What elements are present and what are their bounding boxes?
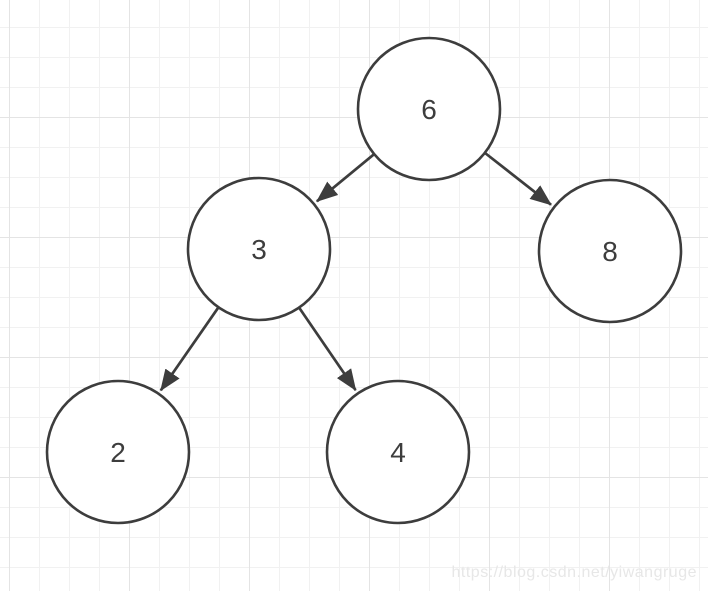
tree-node-8: 8: [537, 178, 683, 324]
node-circle: [537, 178, 683, 324]
tree-node-2: 2: [45, 379, 191, 525]
tree-edges: [159, 149, 552, 392]
tree-edge-3-4: [296, 304, 357, 391]
node-circle: [45, 379, 191, 525]
node-circle: [356, 36, 502, 182]
tree-edge-6-3: [316, 151, 378, 203]
tree-node-4: 4: [325, 379, 471, 525]
node-circle: [186, 176, 332, 322]
tree-edge-6-8: [481, 149, 552, 206]
tree-node-6: 6: [356, 36, 502, 182]
node-value: 8: [602, 236, 618, 267]
tree-edge-3-2: [159, 304, 222, 392]
node-value: 6: [421, 94, 437, 125]
node-circle: [325, 379, 471, 525]
node-value: 4: [390, 437, 406, 468]
node-value: 3: [251, 234, 267, 265]
tree-node-3: 3: [186, 176, 332, 322]
tree-nodes: 6 3 8 2 4: [45, 36, 683, 525]
node-value: 2: [110, 437, 126, 468]
